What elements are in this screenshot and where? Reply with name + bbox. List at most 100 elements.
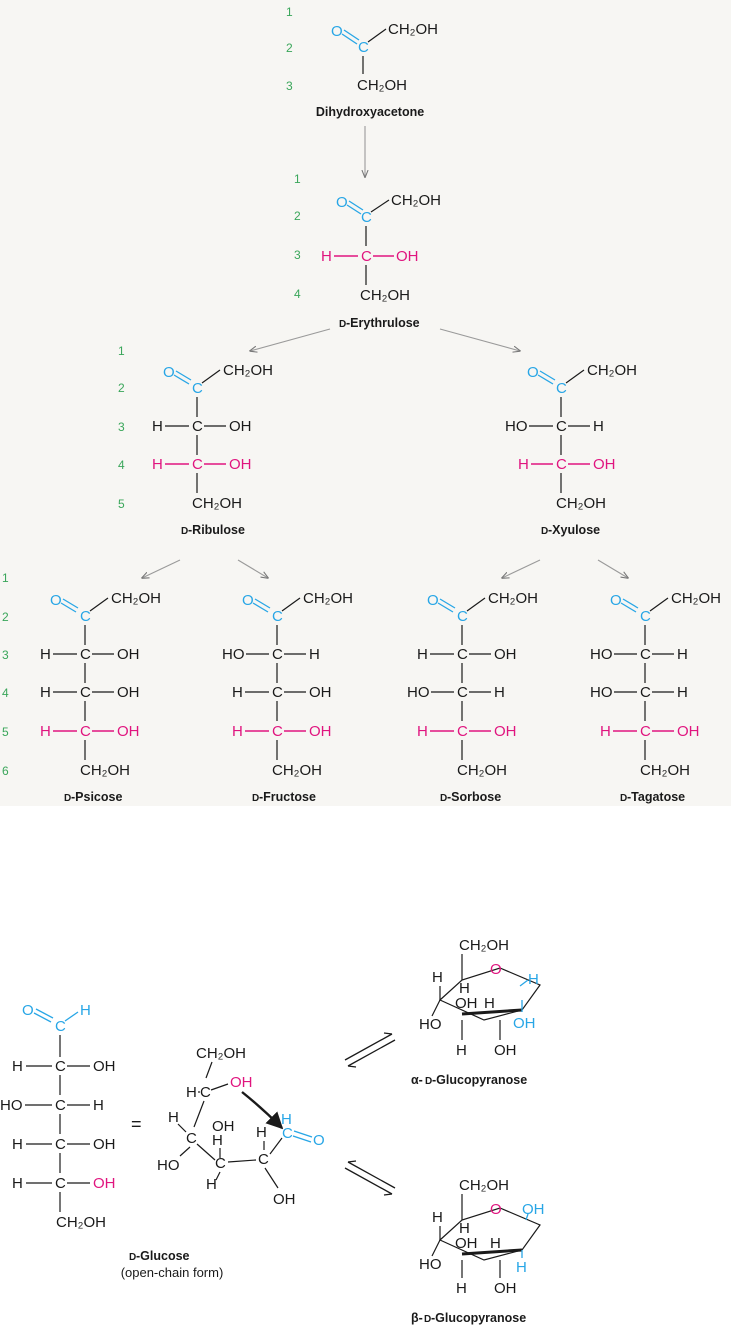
carbon-number-2: 2	[286, 41, 293, 55]
hydrogen: H	[186, 1084, 197, 1101]
hydroxyl: OH	[455, 995, 478, 1012]
hydroxyl: OH	[494, 1042, 517, 1059]
chiral-carbon: C	[361, 248, 372, 265]
ch2oh-group: CH₂OH	[223, 362, 273, 379]
ring-oxygen: O	[490, 961, 502, 978]
carbon: C	[55, 1097, 66, 1114]
hydrogen: H	[40, 723, 51, 740]
glucose-curled-form: CH₂OH H C OH H C HO OH H C H C H OH C H …	[157, 1045, 325, 1208]
hydrogen: H	[40, 646, 51, 663]
ch2oh-group: CH₂OH	[488, 590, 538, 607]
carbonyl-oxygen: O	[336, 194, 348, 211]
hydroxyl: OH	[494, 1280, 517, 1297]
hydroxyl: OH	[117, 684, 140, 701]
ch2oh-group: CH₂OH	[391, 192, 441, 209]
ch2oh-group: CH₂OH	[80, 762, 130, 779]
alpha-symbol: α-	[411, 1073, 423, 1087]
hydrogen: H	[12, 1058, 23, 1075]
carbonyl-oxygen: O	[610, 592, 622, 609]
dihydroxyacetone-label: Dihydroxyacetone	[316, 105, 424, 119]
carbonyl-oxygen: O	[242, 592, 254, 609]
glucose-open-chain: O C H H C OH HO C H H C OH H C OH CH₂OH	[0, 1002, 116, 1231]
beta-glucopyranose-label: -Glucopyranose	[431, 1311, 526, 1325]
ch2oh-group: CH₂OH	[303, 590, 353, 607]
xylulose-label: -Xyulose	[548, 523, 600, 537]
aldehyde-hydrogen: H	[281, 1111, 292, 1128]
d-prefix: D	[129, 1252, 136, 1263]
hydrogen: H	[12, 1175, 23, 1192]
carbon-number-5: 5	[118, 497, 125, 511]
carbonyl-oxygen: O	[163, 364, 175, 381]
hydroxyl: HO	[157, 1157, 180, 1174]
hydrogen: H	[152, 418, 163, 435]
hydrogen: H	[232, 723, 243, 740]
hydrogen: H	[494, 684, 505, 701]
hydroxyl: OH	[455, 1235, 478, 1252]
hydrogen: H	[152, 456, 163, 473]
hydroxyl: OH	[494, 723, 517, 740]
hydroxyl: OH	[273, 1191, 296, 1208]
d-prefix: D	[339, 319, 346, 330]
sorbose-label: -Sorbose	[447, 790, 501, 804]
ch2oh-group: CH₂OH	[640, 762, 690, 779]
c3-carbon: C	[215, 1155, 226, 1172]
carbon-number-2: 2	[294, 209, 301, 223]
carbon-number-1: 1	[118, 344, 125, 358]
ch2oh-group: CH₂OH	[196, 1045, 246, 1062]
ch2oh-group: CH₂OH	[671, 590, 721, 607]
carbon-number-3: 3	[294, 248, 301, 262]
carbon-number-4: 4	[2, 686, 9, 700]
aldehyde-oxygen: O	[313, 1132, 325, 1149]
hydrogen: H	[432, 969, 443, 986]
chiral-carbon: C	[192, 456, 203, 473]
hydrogen: H	[456, 1280, 467, 1297]
chiral-carbon: C	[80, 723, 91, 740]
chiral-carbon: C	[556, 456, 567, 473]
carbonyl-carbon: C	[361, 209, 372, 226]
aldehyde-hydrogen: H	[80, 1002, 91, 1019]
hydroxyl: HO	[0, 1097, 23, 1114]
hydroxyl: HO	[419, 1256, 442, 1273]
hydroxyl: OH	[117, 723, 140, 740]
d-prefix: D	[620, 793, 627, 804]
anomeric-hydroxyl: OH	[513, 1015, 536, 1032]
hydrogen: H	[309, 646, 320, 663]
ch2oh-group: CH₂OH	[457, 762, 507, 779]
hydrogen: H	[168, 1109, 179, 1126]
carbon-number-2: 2	[2, 610, 9, 624]
hydrogen: H	[600, 723, 611, 740]
hydroxyl: HO	[505, 418, 528, 435]
alpha-glucopyranose-label: -Glucopyranose	[432, 1073, 527, 1087]
chiral-carbon: C	[272, 723, 283, 740]
d-prefix: D	[425, 1076, 432, 1087]
c4-carbon: C	[186, 1130, 197, 1147]
hydrogen: H	[417, 723, 428, 740]
hydroxyl: HO	[590, 646, 613, 663]
ch2oh-group: CH₂OH	[360, 287, 410, 304]
hydroxyl: OH	[229, 456, 252, 473]
ch2oh-group: CH₂OH	[459, 937, 509, 954]
c5-hydroxyl: OH	[230, 1074, 253, 1091]
hydrogen: H	[432, 1209, 443, 1226]
carbon-number-3: 3	[2, 648, 9, 662]
carbon-number-4: 4	[294, 287, 301, 301]
carbonyl-oxygen: O	[427, 592, 439, 609]
hydroxyl: OH	[593, 456, 616, 473]
ch2oh-group: CH₂OH	[56, 1214, 106, 1231]
carbonyl-oxygen: O	[331, 23, 343, 40]
fructose-label: -Fructose	[259, 790, 316, 804]
dihydroxyacetone-structure: 1 2 3 O C CH₂OH CH₂OH Dihydroxyacetone	[286, 5, 438, 119]
d-prefix: D	[64, 793, 71, 804]
carbon: C	[556, 418, 567, 435]
xylulose-structure: O C CH₂OH HO C H H C OH CH₂OH D -Xyulose	[505, 362, 637, 537]
carbonyl-carbon: C	[640, 608, 651, 625]
d-prefix: D	[252, 793, 259, 804]
carbonyl-carbon: C	[358, 39, 369, 56]
chiral-carbon: C	[457, 723, 468, 740]
carbon: C	[55, 1058, 66, 1075]
carbon: C	[640, 684, 651, 701]
hydroxyl: HO	[407, 684, 430, 701]
d-prefix: D	[541, 526, 548, 537]
hydrogen: H	[456, 1042, 467, 1059]
psicose-label: -Psicose	[71, 790, 122, 804]
